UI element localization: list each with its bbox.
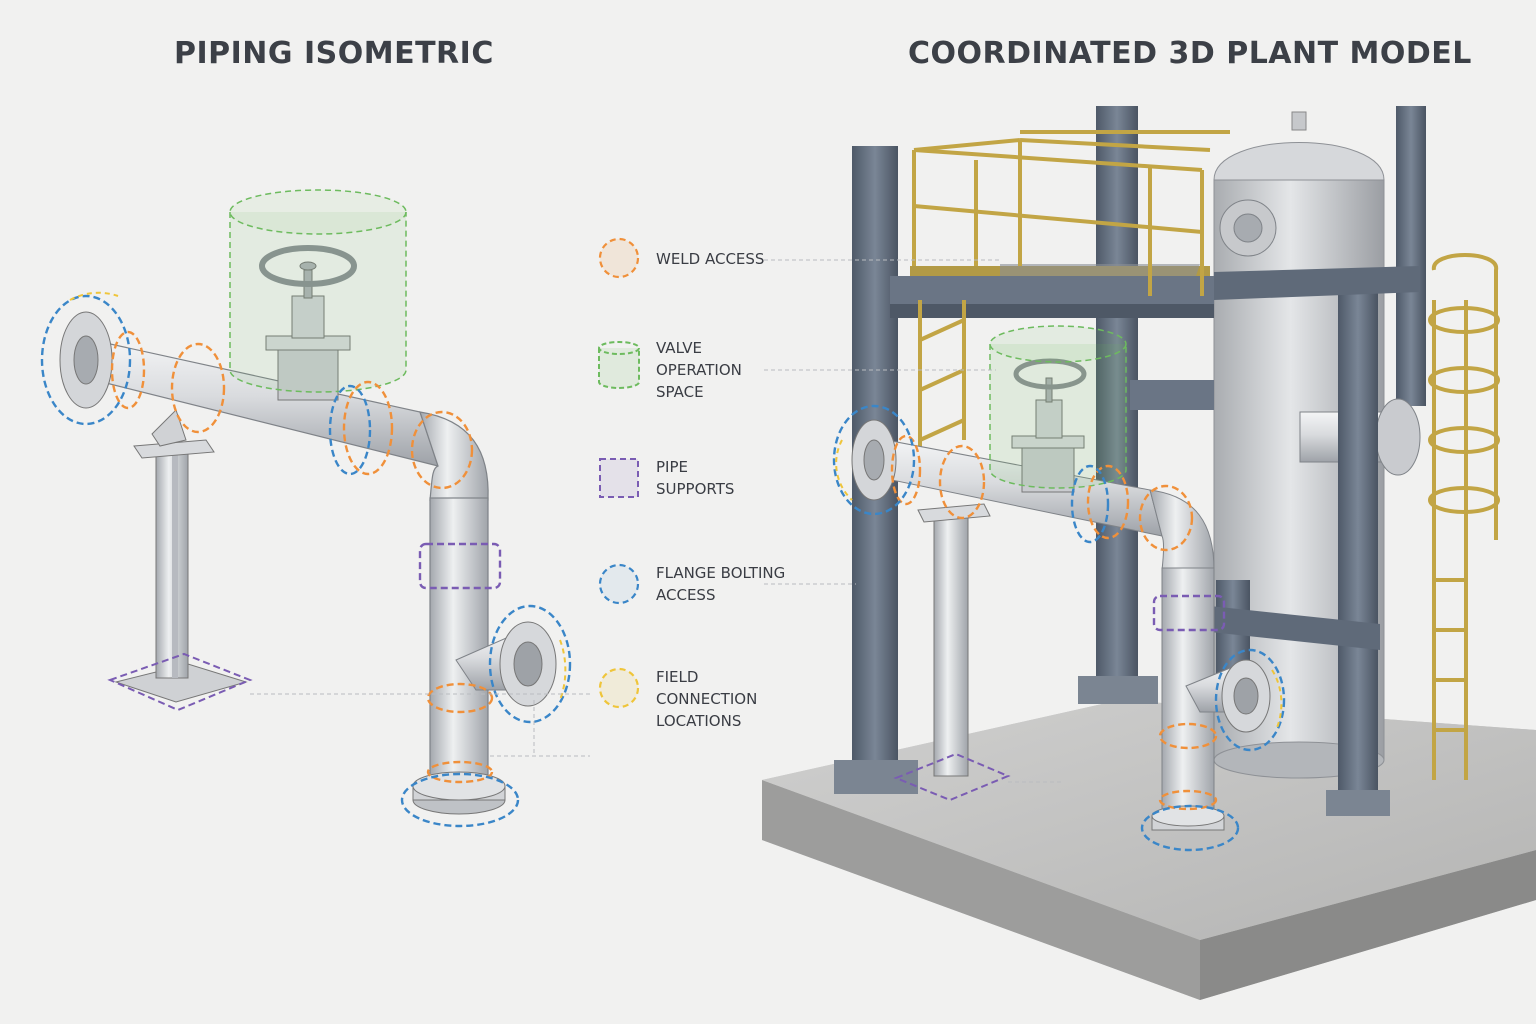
platform-steel [890, 266, 1420, 650]
legend-label-weld-access: WELD ACCESS [656, 250, 765, 268]
flange-bolting-markers [40, 294, 572, 828]
valve-operation-cylinder-icon [598, 341, 640, 389]
steel-base-plate-left [834, 760, 918, 794]
isometric-drawing [40, 189, 590, 828]
pipe-clamp-markers [418, 542, 502, 590]
steel-column-back-right [1396, 106, 1426, 406]
legend-label-field-connection-locations: FIELD CONNECTION LOCATIONS [656, 668, 758, 730]
pipe-support-column [114, 409, 248, 703]
legend-icons [598, 237, 640, 709]
plant-pipe-support [917, 503, 991, 777]
steel-base-plate-back [1078, 676, 1158, 704]
platform-handrail [912, 130, 1230, 296]
field-connection-circle-icon [598, 667, 640, 709]
flange-bolting-circle-icon [598, 563, 640, 605]
legend-label-flange-bolting-access: FLANGE BOLTING ACCESS [656, 564, 786, 604]
valve-operation-space-marker [229, 189, 407, 393]
plant-gate-valve [1011, 358, 1087, 493]
gate-valve [259, 245, 357, 401]
platform-grating [910, 264, 1210, 276]
plant-field-connection-markers [835, 439, 1283, 731]
plant-weld-markers [890, 434, 1218, 811]
plant-support-marker [893, 752, 1011, 802]
legend-label-pipe-supports: PIPE SUPPORTS [656, 458, 735, 498]
leader-lines-right [764, 259, 1064, 783]
plant-flange-bolting-markers [832, 404, 1286, 852]
left-flange [59, 311, 113, 409]
steel-column-front-right [1338, 290, 1378, 810]
legend-label-valve-operation-space: VALVE OPERATION SPACE [656, 339, 742, 401]
leader-lines-left [250, 693, 590, 757]
pipe-support-marker [107, 652, 253, 712]
plant-model [762, 106, 1536, 1000]
plant-pipe-clamp-markers [1152, 594, 1226, 632]
caged-ladder [1428, 253, 1500, 780]
plant-bottom-flange [1151, 805, 1225, 831]
steel-base-plate-right [1326, 790, 1390, 816]
plant-valve-operation-space [989, 325, 1127, 489]
weld-access-circle-icon [598, 237, 640, 279]
vertical-pipe-run [429, 497, 489, 789]
plant-left-flange [851, 419, 897, 501]
piping-isometric-title: PIPING ISOMETRIC [174, 36, 494, 71]
plant-model-title: COORDINATED 3D PLANT MODEL [908, 36, 1472, 71]
tee-branch [455, 621, 557, 707]
weld-access-markers [110, 330, 494, 784]
pipe-support-square-icon [599, 458, 639, 498]
platform-stair-ladder [918, 300, 966, 456]
